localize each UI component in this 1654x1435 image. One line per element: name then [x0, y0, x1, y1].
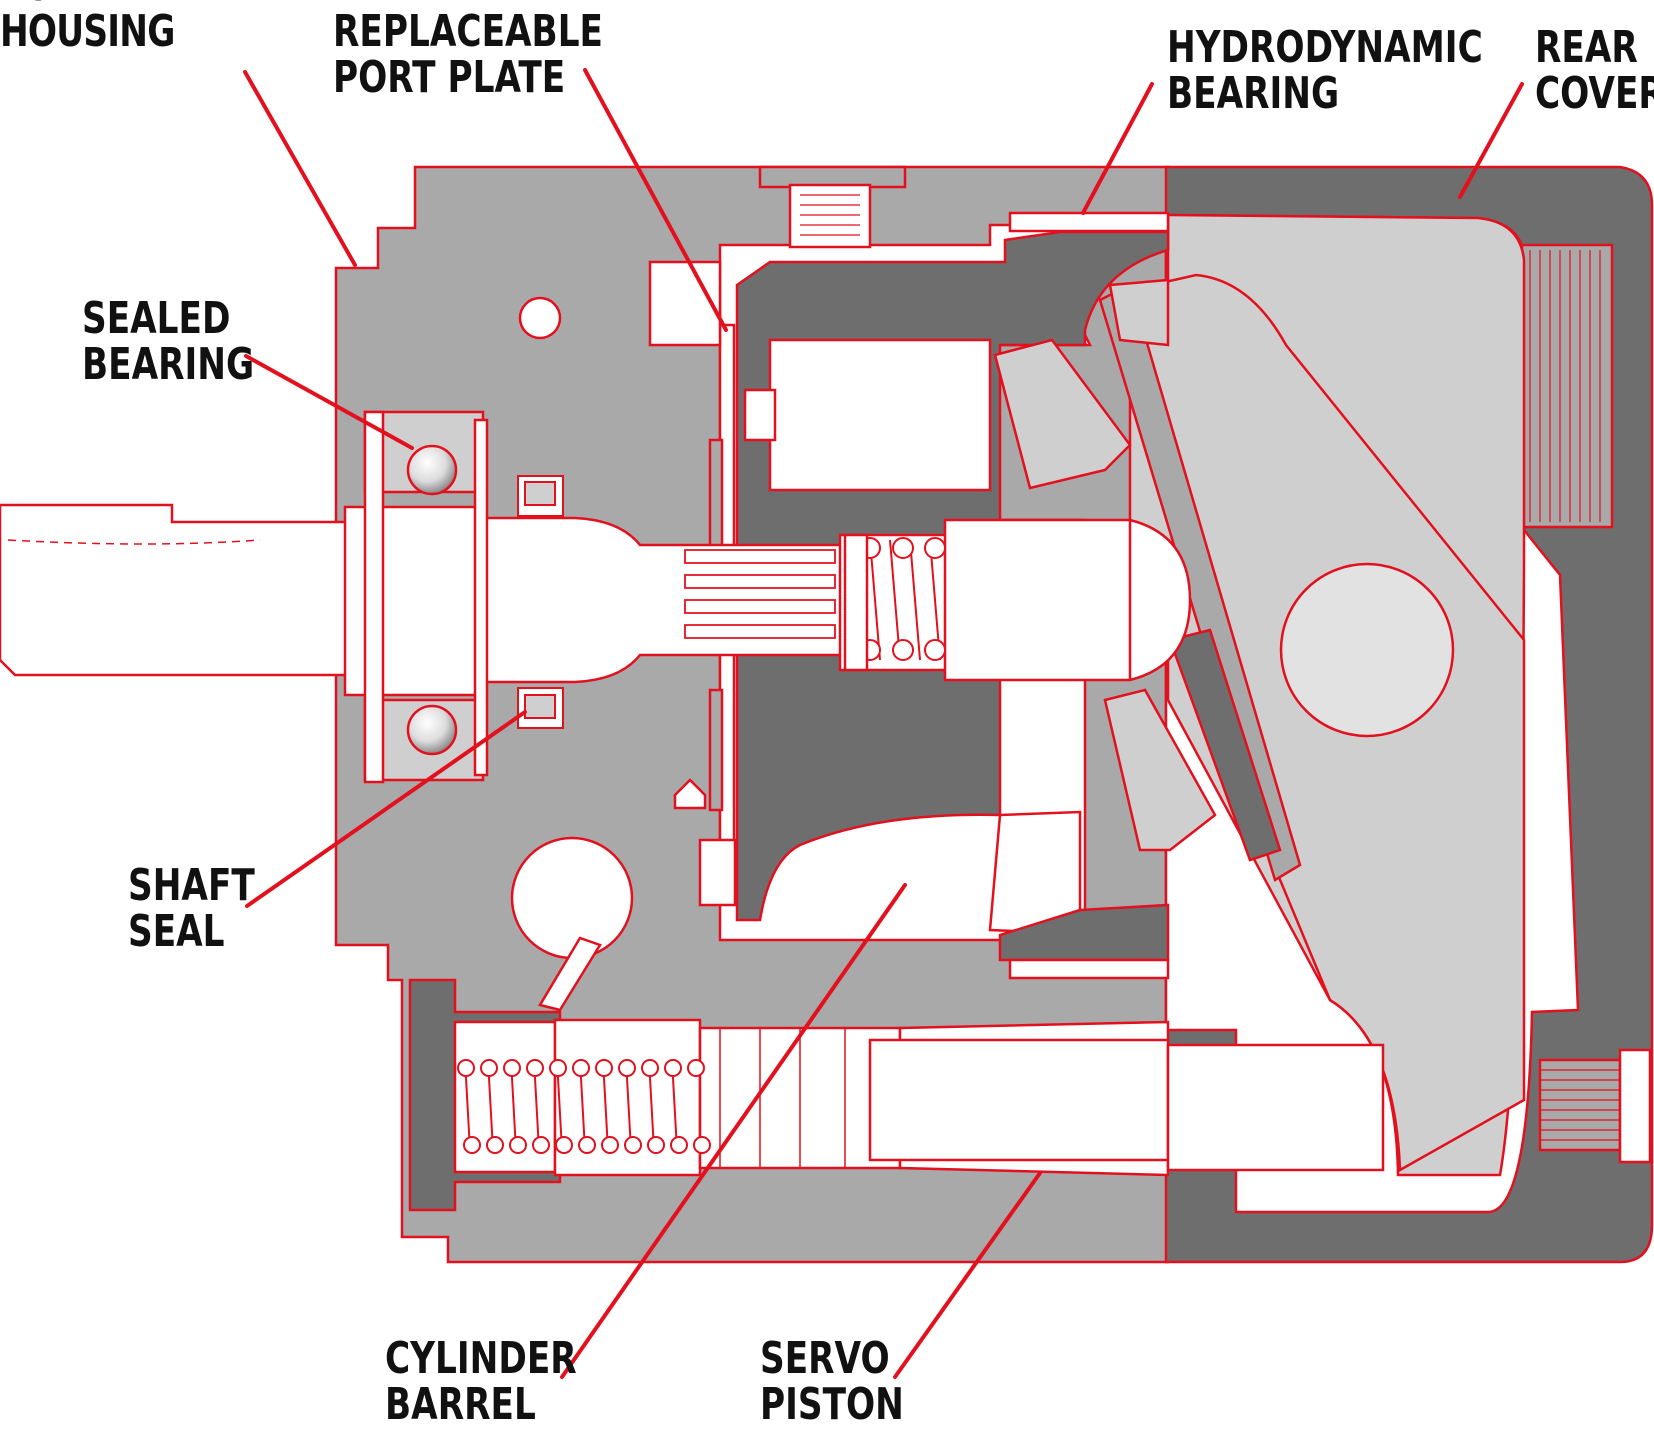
leader-cylinder-barrel: [560, 883, 907, 1379]
label-hydrodynamic-bearing-line1: HYDRODYNAMIC: [1167, 22, 1483, 73]
label-shaft-seal: SHAFT SEAL: [128, 860, 267, 957]
leader-sealed-bearing: [244, 354, 414, 450]
leader-rear-cover: [1458, 82, 1524, 199]
label-servo-piston-line1: SERVO: [760, 1333, 890, 1384]
sealed-bearing: [363, 410, 489, 784]
label-shaft-seal-line2: SEAL: [128, 906, 225, 957]
leader-servo-piston: [893, 1171, 1042, 1379]
label-replaceable-port-plate: REPLACEABLE PORT PLATE: [333, 6, 615, 103]
label-hydrodynamic-bearing: HYDRODYNAMIC BEARING: [1167, 22, 1495, 119]
label-servo-piston: SERVO PISTON: [760, 1333, 904, 1430]
piston-shoes: [993, 278, 1217, 852]
leader-shaft-seal: [245, 710, 527, 908]
hydrodynamic-bearing: [1008, 211, 1170, 980]
label-sealed-bearing: SEALED BEARING: [82, 293, 254, 390]
label-rear-cover-line1: REAR: [1535, 22, 1638, 73]
label-sealed-bearing-line1: SEALED: [82, 293, 230, 344]
servo-piston-assembly: [408, 936, 1385, 1212]
label-replaceable-port-plate-line1: REPLACEABLE: [333, 6, 603, 57]
label-pump-housing: PUMP HOUSING: [0, 0, 175, 57]
leader-pump-housing: [243, 70, 357, 267]
label-pump-housing-line2: HOUSING: [0, 6, 175, 57]
label-rear-cover-line2: COVER: [1535, 68, 1654, 119]
leader-hydrodynamic-bearing: [1081, 82, 1154, 215]
leader-lines: [243, 68, 1524, 1379]
label-shaft-seal-line1: SHAFT: [128, 860, 255, 911]
label-cylinder-barrel-line2: BARREL: [385, 1379, 536, 1430]
label-rear-cover: REAR COVER: [1535, 22, 1654, 119]
label-cylinder-barrel: CYLINDER BARREL: [385, 1333, 589, 1430]
label-replaceable-port-plate-line2: PORT PLATE: [333, 52, 565, 103]
leader-replaceable-port-plate: [583, 68, 728, 332]
label-hydrodynamic-bearing-line2: BEARING: [1167, 68, 1339, 119]
label-cylinder-barrel-line1: CYLINDER: [385, 1333, 577, 1384]
drive-shaft: [0, 503, 1192, 697]
label-servo-piston-line2: PISTON: [760, 1379, 904, 1430]
label-sealed-bearing-line2: BEARING: [82, 339, 254, 390]
label-pump-housing-line1: PUMP: [0, 0, 109, 11]
swashplate: [1098, 213, 1526, 1177]
